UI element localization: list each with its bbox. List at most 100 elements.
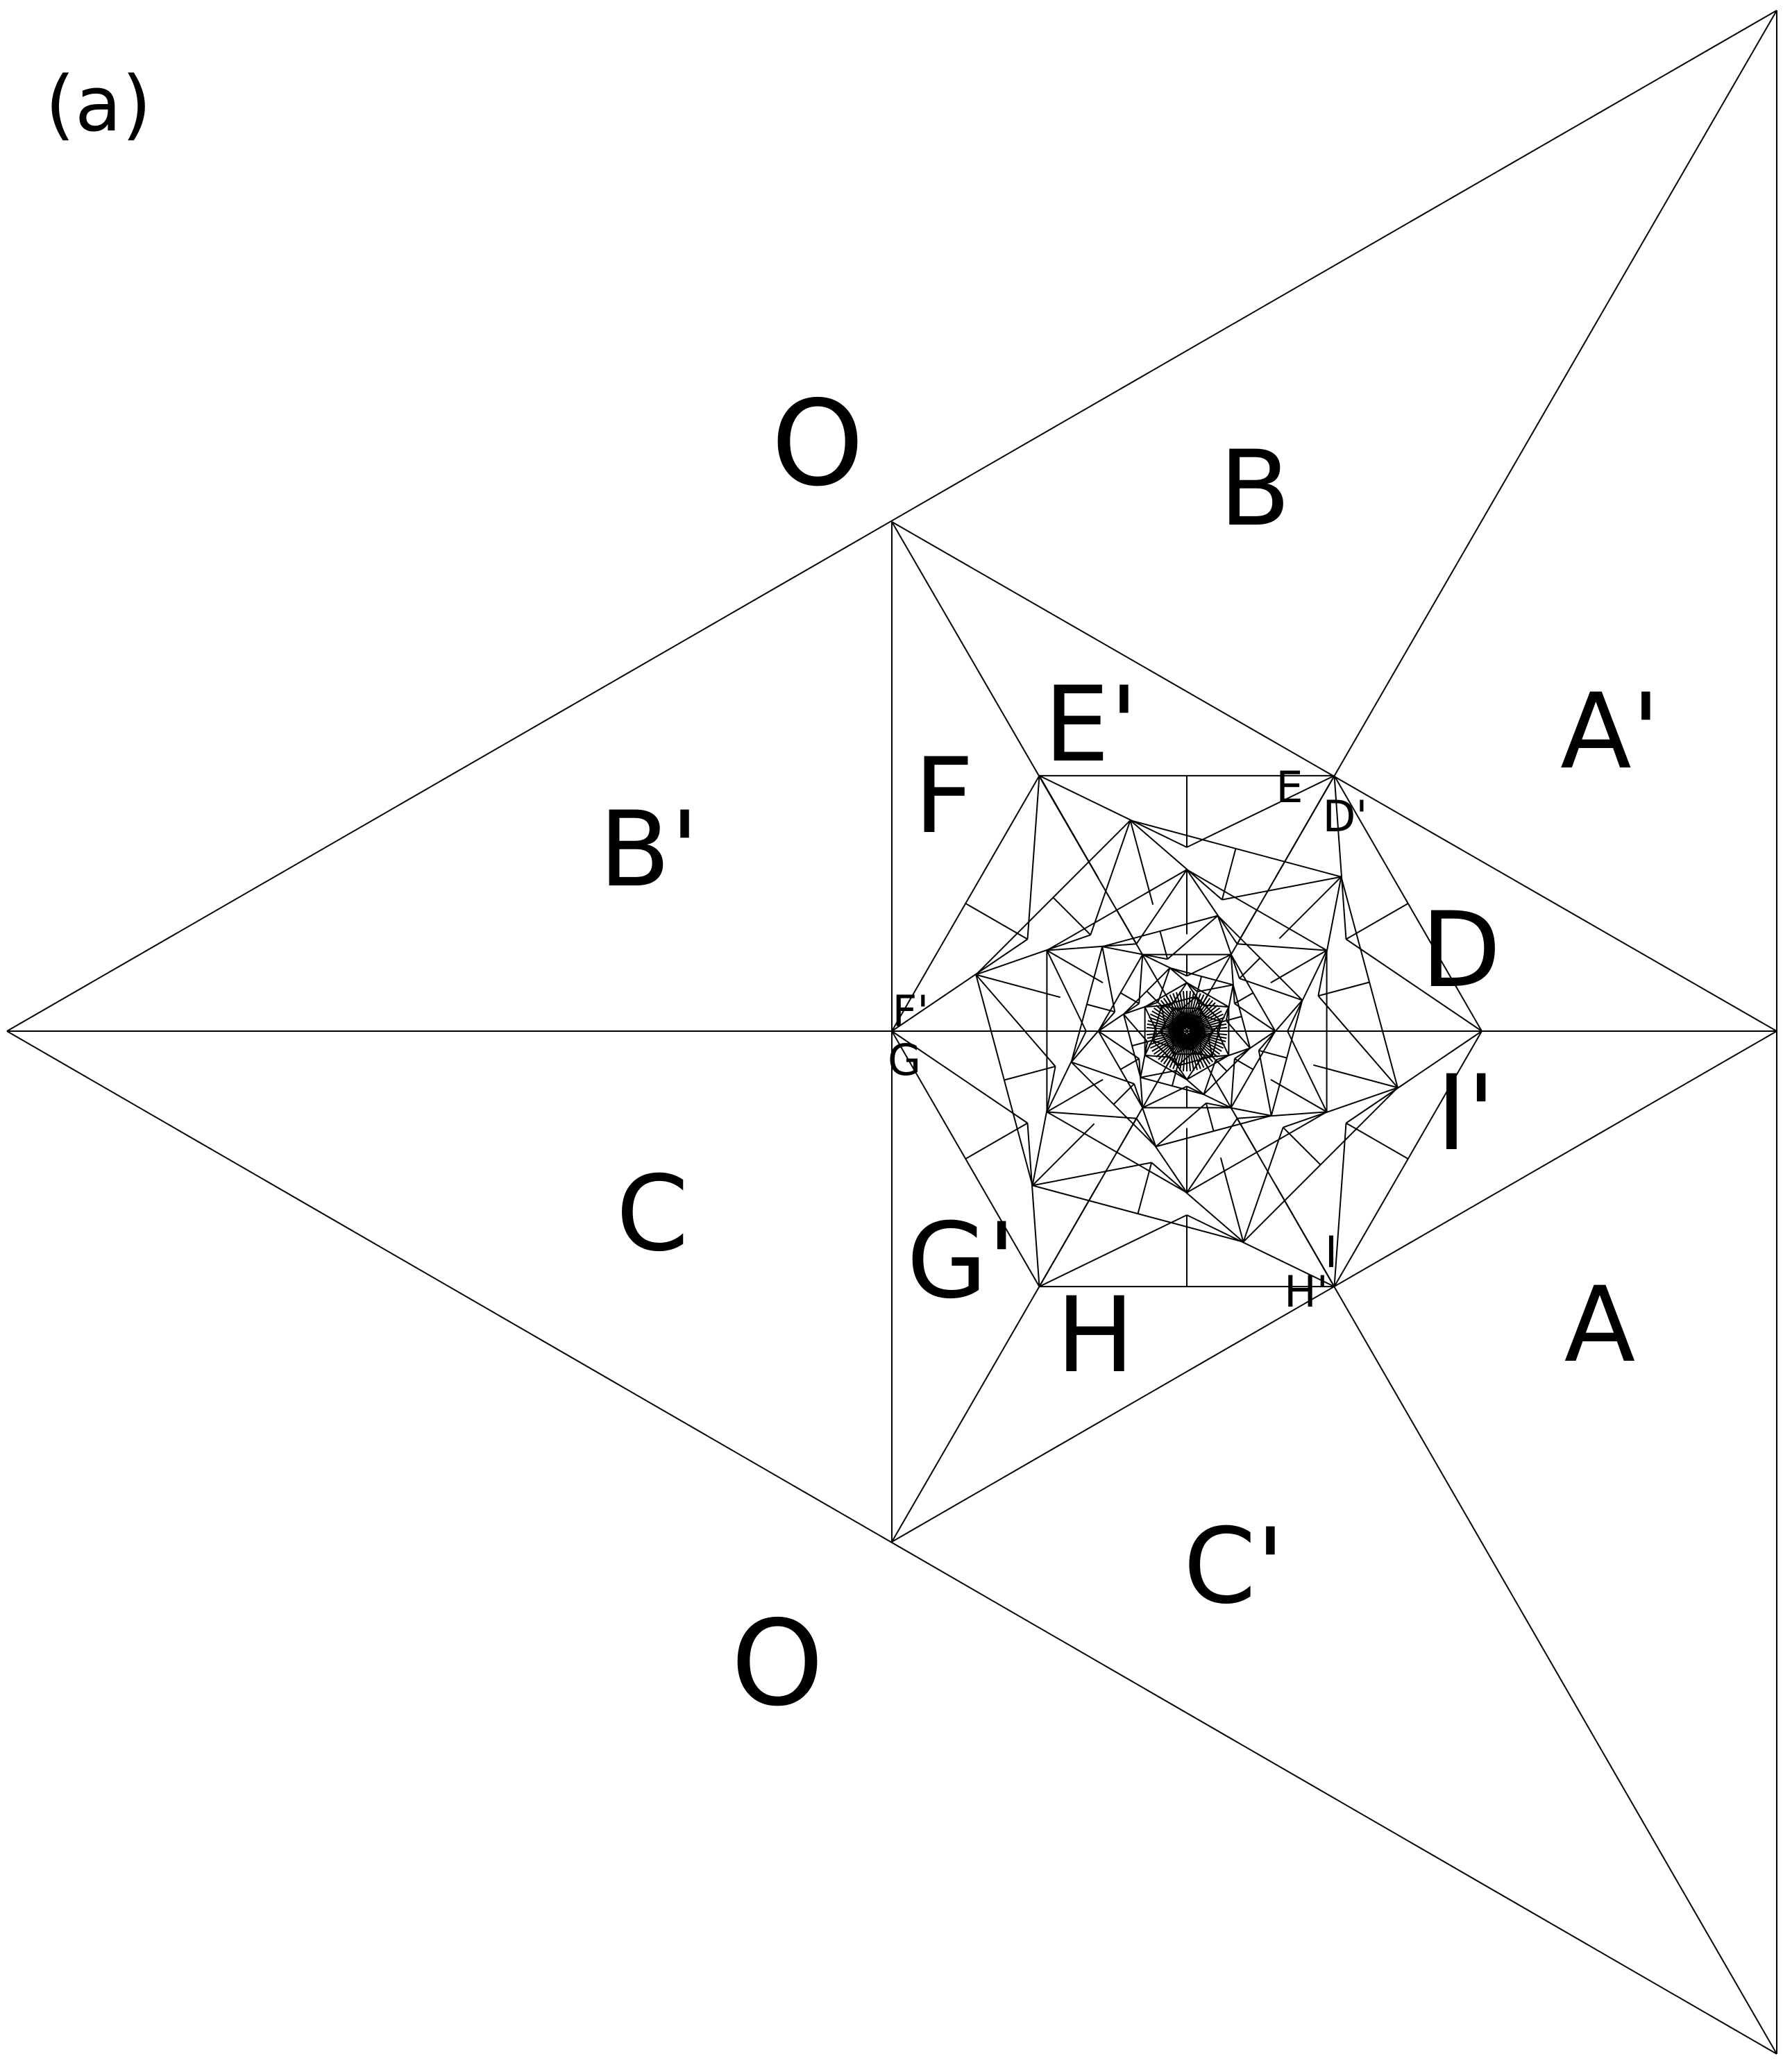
inner-crease-line — [1217, 915, 1240, 979]
inner-crease-line — [1156, 1114, 1272, 1148]
inner-crease-line — [1039, 775, 1188, 848]
inner-crease-line — [1046, 869, 1188, 951]
label-a: A — [1564, 1265, 1636, 1386]
inner-crease-line — [1333, 775, 1347, 940]
inner-crease-line — [1192, 1032, 1225, 1046]
inner-crease-line — [1287, 1030, 1328, 1112]
inner-crease-line — [1208, 1021, 1222, 1037]
inner-crease-line — [1195, 996, 1203, 1016]
inner-crease-line — [975, 974, 1060, 999]
inner-crease-line — [1186, 869, 1238, 944]
inner-crease-line — [1031, 1123, 1095, 1187]
inner-crease-line — [1189, 997, 1211, 1027]
inner-crease-line — [1188, 1033, 1190, 1035]
inner-crease-line — [1186, 1111, 1328, 1194]
inner-crease-line — [1047, 1111, 1137, 1119]
inner-crease-line — [1234, 1003, 1276, 1032]
inner-crease-line — [1191, 1010, 1222, 1029]
inner-crease-line — [1197, 984, 1233, 993]
inner-crease-line — [1163, 997, 1185, 1027]
label-e-prime: E' — [1043, 665, 1139, 786]
inner-crease-line — [1242, 1127, 1284, 1243]
inner-crease-line — [1144, 1030, 1158, 1056]
inner-crease-line — [1186, 1057, 1203, 1080]
inner-crease-line — [1101, 946, 1116, 1012]
inner-crease-line — [1187, 991, 1195, 1026]
inner-crease-line — [1186, 1085, 1232, 1109]
label-h: H — [1056, 1275, 1135, 1396]
inner-crease-line — [1237, 943, 1327, 951]
inner-crease-line — [1345, 1030, 1482, 1124]
inner-crease-line — [1142, 1085, 1188, 1109]
inner-crease-line — [1274, 775, 1335, 878]
inner-crease-line — [1098, 1030, 1140, 1060]
inner-crease-line — [1190, 1034, 1219, 1058]
inner-crease-line — [1201, 1054, 1229, 1058]
label-g: G — [887, 1035, 922, 1085]
inner-crease-line — [1346, 903, 1409, 940]
inner-crease-line — [1149, 1032, 1182, 1046]
inner-crease-line — [1169, 967, 1233, 986]
inner-crease-line — [1160, 1035, 1184, 1063]
inner-crease-line — [1188, 1035, 1205, 1069]
inner-crease-line — [1155, 1102, 1207, 1148]
inner-crease-line — [1189, 1035, 1208, 1067]
inner-crease-line — [891, 1030, 1040, 1287]
inner-crease-line — [975, 934, 1091, 976]
inner-crease-line — [965, 1122, 1029, 1160]
inner-crease-line — [1138, 954, 1144, 1004]
inner-crease-line — [1166, 996, 1185, 1027]
inner-crease-line — [1155, 1034, 1183, 1058]
label-b-prime: B' — [598, 790, 700, 910]
inner-crease-line — [1144, 1006, 1158, 1032]
inner-crease-line — [1144, 1054, 1172, 1058]
inner-crease-line — [1167, 915, 1219, 960]
inner-crease-line — [1188, 993, 1201, 1026]
inner-crease-line — [1147, 1023, 1182, 1031]
inner-crease-line — [1192, 1020, 1226, 1030]
inner-crease-line — [1182, 991, 1188, 1026]
inner-crease-line — [1098, 1003, 1140, 1032]
inner-crease-line — [1032, 1162, 1152, 1187]
inner-crease-line — [1188, 1036, 1201, 1069]
inner-crease-line — [1208, 1037, 1213, 1057]
inner-crease-line — [1203, 1060, 1217, 1095]
inner-crease-line — [1090, 820, 1131, 935]
label-o-bottom: O — [731, 1595, 824, 1733]
inner-crease-line — [1172, 993, 1186, 1026]
inner-crease-line — [1186, 1118, 1238, 1194]
inner-crease-line — [1047, 943, 1137, 951]
inner-crease-line — [891, 1030, 1029, 1124]
inner-crease-line — [1171, 1057, 1188, 1080]
inner-crease-line — [1166, 1035, 1185, 1067]
inner-crease-line — [1130, 820, 1342, 878]
inner-crease-line — [1163, 1035, 1185, 1065]
label-i: I — [1324, 1227, 1338, 1277]
inner-crease-line — [1333, 1123, 1347, 1287]
inner-crease-line — [1186, 1055, 1229, 1080]
inner-crease-line — [1144, 982, 1188, 1008]
inner-crease-line — [1123, 1001, 1158, 1015]
inner-crease-line — [1188, 994, 1205, 1027]
inner-crease-line — [1101, 915, 1218, 948]
inner-crease-line — [1189, 996, 1208, 1027]
label-g-prime: G' — [906, 1201, 1016, 1322]
inner-crease-line — [1234, 1030, 1276, 1060]
inner-crease-line — [1153, 1007, 1183, 1029]
inner-crease-line — [1172, 1036, 1186, 1069]
inner-crease-line — [1188, 1036, 1198, 1071]
inner-crease-line — [1176, 992, 1186, 1026]
inner-crease-line — [1186, 869, 1328, 951]
inner-crease-line — [1282, 1126, 1321, 1166]
inner-crease-line — [1242, 1087, 1398, 1243]
inner-crease-line — [1140, 1069, 1176, 1078]
inner-crease-line — [1138, 1058, 1144, 1108]
label-h-prime: H' — [1284, 1266, 1328, 1317]
inner-crease-line — [1147, 1032, 1182, 1042]
inner-crease-line — [1186, 953, 1232, 977]
inner-crease-line — [1070, 946, 1104, 1062]
inner-crease-line — [1161, 1005, 1181, 1010]
inner-crease-line — [1191, 1013, 1224, 1030]
inner-crease-line — [1232, 985, 1251, 1048]
